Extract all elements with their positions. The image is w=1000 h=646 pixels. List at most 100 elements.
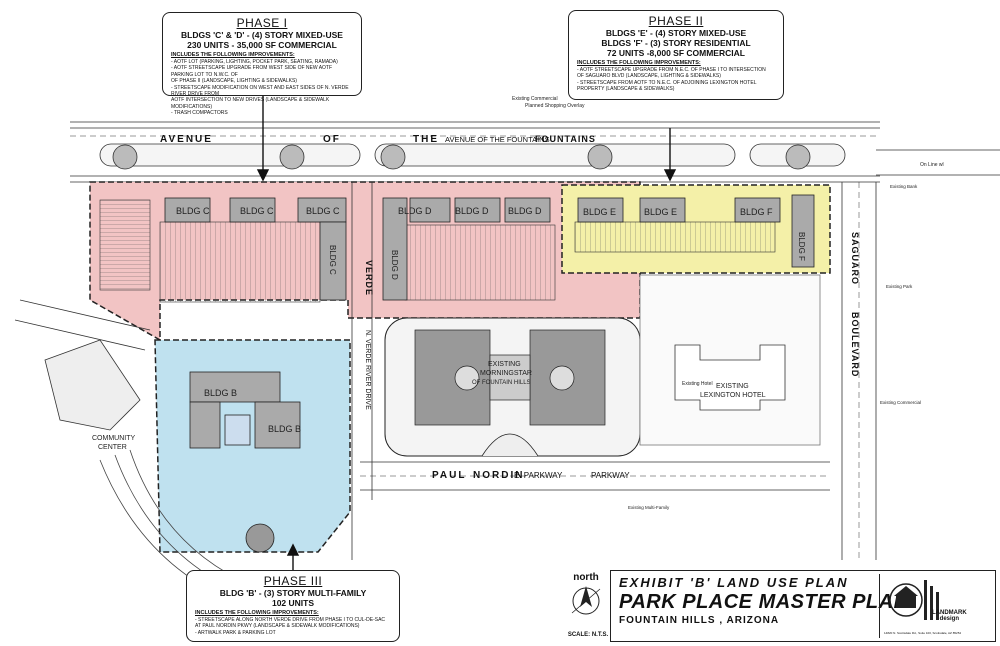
artwalk-plaza-icon <box>245 523 275 553</box>
avenue-road <box>70 121 880 183</box>
scale-label: SCALE: N.T.S. <box>567 632 609 638</box>
bldg-b-label-1: BLDG B <box>204 388 237 398</box>
parking-d <box>404 224 556 301</box>
saguaro-boulevard <box>841 149 1000 560</box>
street-avenue: AVENUE <box>160 134 213 145</box>
phase3-list: - STREETSCAPE ALONG NORTH VERDE DRIVE FR… <box>195 617 391 636</box>
phase2-item: OF SAGUARO BLVD (LANDSCAPE, LIGHTING & S… <box>577 73 721 80</box>
street-paul: PAUL <box>432 470 466 481</box>
morningstar-building <box>414 329 606 426</box>
phase1-item: - AOTF LOT (PARKING, LIGHTING, POCKET PA… <box>171 59 338 65</box>
north-arrow-icon <box>571 586 601 615</box>
ex-park-label: Existing Park <box>886 284 913 289</box>
planned-overlay-label: Planned Shopping Overlay <box>525 103 585 109</box>
phase1-callout: PHASE I BLDGS 'C' & 'D' - (4) STORY MIXE… <box>162 12 362 116</box>
street-boulevard: BOULEVARD <box>850 312 860 377</box>
bldg-c-footprints <box>164 197 347 301</box>
on-line-label: On Line wl <box>920 162 944 168</box>
fountain-icons <box>112 144 811 170</box>
street-parkway2: PARKWAY <box>591 471 630 480</box>
bldg-f-label-2: BLDG F <box>797 232 806 261</box>
phase3-callout: PHASE III BLDG 'B' - (3) STORY MULTI-FAM… <box>186 570 400 642</box>
phase3-line1: BLDG 'B' - (3) STORY MULTI-FAMILY <box>219 588 367 598</box>
phase3-line2: 102 UNITS <box>271 598 315 608</box>
phase2-list: - AOTF STREETSCAPE UPGRADE FROM N.E.C. O… <box>577 67 775 93</box>
street-aotf: AVENUE OF THE FOUNTAINS <box>445 135 550 144</box>
bldg-d-label-2: BLDG D <box>455 206 489 216</box>
phase3-item: AT PAUL NORDIN PKWY (LANDSCAPE & SIDEWAL… <box>195 623 360 630</box>
bldg-e-label-2: BLDG E <box>644 207 677 217</box>
bldg-c-label-3: BLDG C <box>306 206 340 216</box>
project-title: PARK PLACE MASTER PLAN <box>619 591 909 613</box>
community-label-1: COMMUNITY <box>92 435 135 442</box>
phase1-item: - TRASH COMPACTORS <box>171 110 228 117</box>
phase2-item: - STREETSCAPE FROM AOTF TO N.E.C. OF ADJ… <box>577 79 757 86</box>
community-label-2: CENTER <box>98 444 127 451</box>
phase-arrows <box>256 94 677 570</box>
phase2-line1: BLDGS 'E' - (4) STORY MIXED-USE <box>605 28 747 38</box>
phase2-callout: PHASE II BLDGS 'E' - (4) STORY MIXED-USE… <box>568 10 784 100</box>
phase3-item: - STREETSCAPE ALONG NORTH VERDE DRIVE FR… <box>195 617 386 623</box>
firm-name-2: design <box>939 616 959 622</box>
morningstar-dropoff <box>481 433 539 457</box>
street-verde-drive: N. VERDE RIVER DRIVE <box>364 330 371 410</box>
lexington-small-label: Existing Hotel <box>682 381 713 387</box>
title-block: EXHIBIT 'B' LAND USE PLAN PARK PLACE MAS… <box>610 570 996 642</box>
morningstar-label-2: MORNINGSTAR <box>480 370 532 377</box>
firm-name-1: LANDMARK <box>932 610 967 616</box>
phase3-title: PHASE III <box>263 574 323 588</box>
phase3-item: - ARTWALK PARK & PARKING LOT <box>195 629 276 636</box>
ex-commercial2-label: Existing Commercial <box>880 400 921 405</box>
phase1-includes: INCLUDES THE FOLLOWING IMPROVEMENTS: <box>171 52 295 58</box>
morningstar-label-1: EXISTING <box>488 361 521 368</box>
firm-address: 14820 N. Scottsdale Rd., Suite 100, Scot… <box>884 631 962 635</box>
lexington-building <box>674 344 786 411</box>
north-arrow: north SCALE: N.T.S. <box>566 572 608 642</box>
project-location: FOUNTAIN HILLS , ARIZONA <box>619 615 780 626</box>
north-label: north <box>573 572 599 583</box>
parking-west <box>99 199 151 291</box>
phase1-list: - AOTF LOT (PARKING, LIGHTING, POCKET PA… <box>171 59 353 117</box>
bldg-d-label-3: BLDG D <box>508 206 542 216</box>
ex-multifamily-label: Existing Multi-Family <box>628 505 670 510</box>
phase2-title: PHASE II <box>648 14 704 28</box>
phase1-item: - STREETSCAPE MODIFICATION ON WEST AND E… <box>171 84 349 98</box>
phase1-item: AOTF INTERSECTION TO NEW DRIVES (LANDSCA… <box>171 97 330 110</box>
parking-c <box>159 221 321 303</box>
phase2-item: PROPERTY (LANDSCAPE & SIDEWALKS) <box>577 86 675 93</box>
bldg-d-label-1: BLDG D <box>398 206 432 216</box>
street-the: THE <box>413 134 439 145</box>
phase2-line3: 72 UNITS -8,000 SF COMMERCIAL <box>607 48 745 58</box>
street-parkway: E. PARKWAY <box>514 471 563 480</box>
phase2-item: - AOTF STREETSCAPE UPGRADE FROM N.E.C. O… <box>577 67 766 73</box>
street-fountains: FOUNTAINS <box>535 134 596 144</box>
phase1-line2: 230 UNITS - 35,000 SF COMMERCIAL <box>187 40 337 50</box>
bldg-d-footprints <box>382 197 551 301</box>
phase1-item: OF PHASE II (LANDSCAPE, LIGHTING & SIDEW… <box>171 78 297 85</box>
street-verde: VERDE <box>364 260 374 296</box>
phase1-title: PHASE I <box>236 16 288 30</box>
lexington-label-2: LEXINGTON HOTEL <box>700 392 766 399</box>
bldg-e-label-1: BLDG E <box>583 207 616 217</box>
bldg-d-label-4: BLDG D <box>390 250 399 280</box>
bldg-c-label-2: BLDG C <box>240 206 274 216</box>
street-nordin: NORDIN <box>473 470 524 481</box>
phase1-item: - AOTF STREETSCAPE UPGRADE FROM WEST SID… <box>171 65 333 78</box>
street-saguaro: SAGUARO <box>850 232 860 285</box>
street-of: OF <box>323 134 341 145</box>
bldg-b-label-2: BLDG B <box>268 424 301 434</box>
ex-commercial-label: Existing Commercial <box>512 96 558 102</box>
exhibit-title: EXHIBIT 'B' LAND USE PLAN <box>619 575 849 590</box>
phase2-includes: INCLUDES THE FOLLOWING IMPROVEMENTS: <box>577 60 701 66</box>
phase2-line2: BLDGS 'F' - (3) STORY RESIDENTIAL <box>601 38 751 48</box>
bldg-c-label-1: BLDG C <box>176 206 210 216</box>
morningstar-label-3: OF FOUNTAIN HILLS <box>472 380 531 386</box>
community-center <box>14 299 151 431</box>
lexington-label-1: EXISTING <box>716 383 749 390</box>
verde-drive <box>351 182 373 560</box>
bldg-b-footprints <box>189 371 301 449</box>
bldg-c-label-4: BLDG C <box>328 245 337 275</box>
